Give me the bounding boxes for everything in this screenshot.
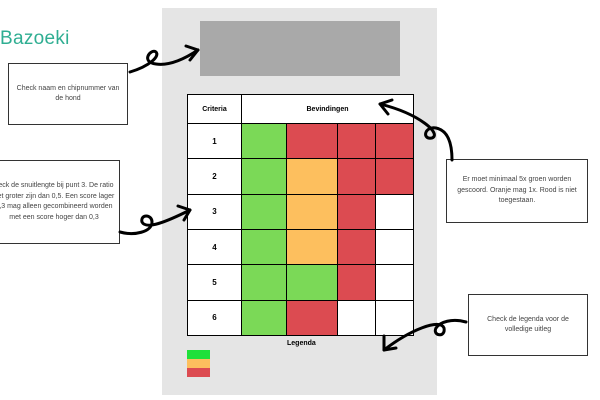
table-row: 5 xyxy=(187,264,415,301)
note-chip-text: Check naam en chipnummer van de hond xyxy=(16,84,120,103)
arrow-to-photo xyxy=(128,48,200,74)
score-cell-orange xyxy=(286,193,338,230)
score-cell-red xyxy=(337,122,376,160)
legend-label: Legenda xyxy=(287,340,316,347)
arrow-to-legend xyxy=(382,318,468,352)
legend-swatches xyxy=(187,350,210,377)
score-cell-red xyxy=(337,228,376,266)
arrow-to-findings-head xyxy=(378,98,394,116)
score-cell-green xyxy=(241,299,287,337)
arrow-to-photo-head xyxy=(184,44,200,62)
table-row: 6 xyxy=(187,299,415,337)
score-cell-white xyxy=(337,299,376,337)
criteria-number: 2 xyxy=(187,158,242,195)
app-title: Bazoeki xyxy=(0,28,70,49)
legend-swatch-green xyxy=(187,350,210,359)
table-row: 1 xyxy=(187,122,415,160)
criteria-number: 6 xyxy=(187,299,242,337)
table-row: 2 xyxy=(187,158,415,195)
legend-swatch-orange xyxy=(187,359,210,368)
note-legend-text: Check de legenda voor de volledige uitle… xyxy=(487,315,569,334)
note-snout-check: heck de snuitlengte bij punt 3. De ratio… xyxy=(0,160,120,244)
score-cell-red xyxy=(286,299,338,337)
note-minimum-scores: Er moet minimaal 5x groen worden gescoor… xyxy=(446,159,588,223)
note-snout-text: heck de snuitlengte bij punt 3. De ratio… xyxy=(0,182,115,221)
score-cell-white xyxy=(374,264,415,301)
note-chip-check: Check naam en chipnummer van de hond xyxy=(8,63,128,125)
score-cell-green xyxy=(241,228,287,266)
arrow-to-legend-head xyxy=(382,334,398,352)
dog-photo-placeholder xyxy=(200,21,400,76)
score-cell-red xyxy=(374,158,415,195)
score-cell-green xyxy=(241,158,287,195)
arrow-to-row3 xyxy=(118,208,192,236)
criteria-number: 3 xyxy=(187,193,242,230)
score-cell-orange xyxy=(286,158,338,195)
arrow-to-findings xyxy=(378,102,454,162)
arrow-to-row3-head xyxy=(176,204,192,222)
score-cell-green xyxy=(241,122,287,160)
note-legend-check: Check de legenda voor de volledige uitle… xyxy=(468,294,588,356)
score-cell-white xyxy=(374,299,415,337)
score-cell-red xyxy=(337,158,376,195)
score-cell-white xyxy=(374,193,415,230)
findings-header: Bevindingen xyxy=(240,94,415,124)
legend-swatch-red xyxy=(187,368,210,377)
score-cell-white xyxy=(374,228,415,266)
note-minimum-text: Er moet minimaal 5x groen worden gescoor… xyxy=(457,176,577,205)
criteria-number: 1 xyxy=(187,122,242,160)
score-cell-red xyxy=(337,264,376,301)
criteria-number: 5 xyxy=(187,264,242,301)
score-cell-red xyxy=(374,122,415,160)
score-cell-red xyxy=(286,122,338,160)
